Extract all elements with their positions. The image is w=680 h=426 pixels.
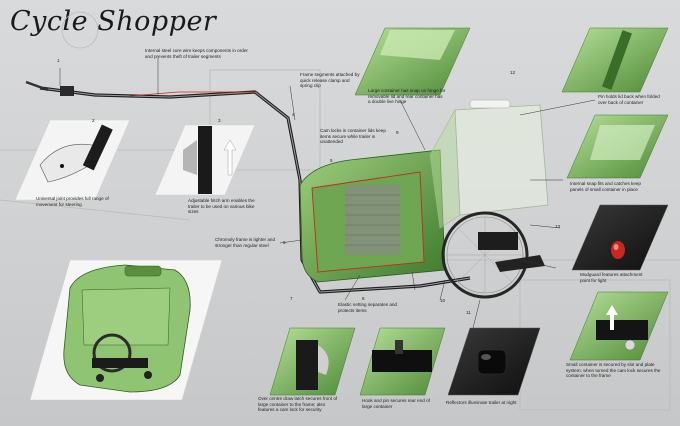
callout-number-1: 1 [57,58,60,63]
panel-mudguard [571,204,669,271]
callout-number-2: 2 [92,118,95,123]
panel-pin-holds [561,27,669,93]
trailer-wheel [441,211,545,299]
callout-number-4: 4 [292,112,295,117]
caption-pin-holds: Pin holds lid back when folded over back… [598,94,660,105]
panel-reflectors [447,327,541,396]
caption-elastic-netting: Elastic netting separates and protects i… [338,302,397,313]
panel-snap-on-hinge [354,27,471,96]
callout-number-6: 6 [283,240,286,245]
callout-number-9: 9 [396,130,399,135]
callout-number-7: 7 [290,296,293,301]
callout-number-8: 8 [362,296,365,301]
large-container [299,149,446,283]
caption-snap-fits: Internal snap fits and catches keep pane… [570,181,641,192]
caption-cam-locks: Cam locks in container lids keep items s… [320,128,386,145]
callout-number-3: 3 [218,118,221,123]
small-container [429,99,549,229]
caption-steel-wire: Internal steel core wire keeps component… [145,48,248,59]
elastic-netting [345,185,400,255]
caption-hitch-arm: Adjustable hitch arm enables the trailer… [188,198,255,215]
caption-frame-segments: Frame segments attached by quick release… [300,72,360,89]
callout-number-5: 5 [330,158,333,163]
caption-small-container: Small container is secured by slot and p… [566,362,661,379]
panel-hook-pin [359,327,446,396]
caption-reflectors: Reflectors illuminate trailer at night [446,400,517,405]
caption-over-centre-latch: Over centre draw latch secures front of … [258,396,338,413]
panel-universal-joint [14,119,131,201]
caption-large-container: Large container has snap on hinge for re… [368,88,446,105]
callout-number-13: 13 [555,224,561,229]
panel-container-assembly [29,259,223,401]
callout-number-11: 11 [466,310,471,315]
panel-snap-fits [566,114,669,179]
caption-chromoly: Chromoly frame is lighter and stronger t… [215,237,275,248]
callout-number-10: 10 [440,298,446,303]
panel-hitch-arm [154,124,256,196]
caption-mudguard: Mudguard features attachment point for l… [580,272,643,283]
caption-hook-pin: Hook and pin secures rear end of large c… [362,398,430,409]
caption-universal-joint: Universal joint provides full range of m… [36,196,109,207]
panel-over-centre-latch [269,327,356,396]
callout-number-12: 12 [510,70,516,75]
page-title: Cycle Shopper [10,6,217,37]
panel-slot-plate [569,291,669,361]
trailer-frame [25,80,471,294]
